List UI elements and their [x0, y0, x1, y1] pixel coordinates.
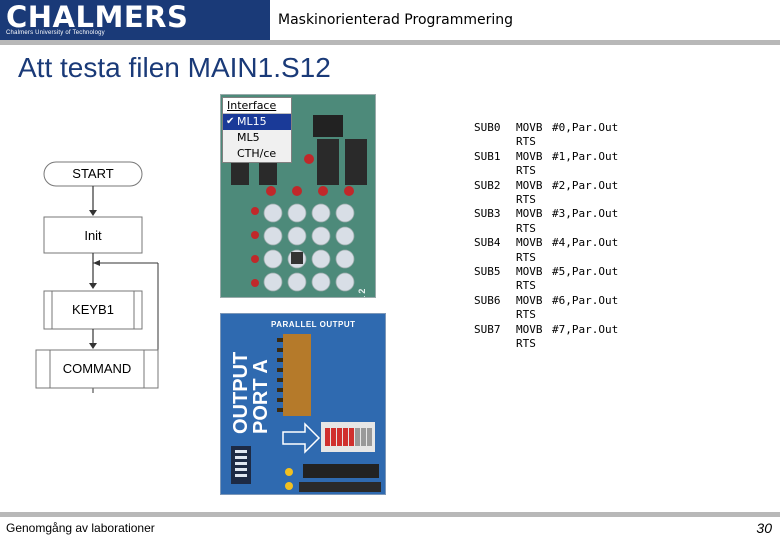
- code-label: SUB1: [474, 149, 501, 163]
- menu-item-ml5[interactable]: ML5: [223, 130, 291, 146]
- code-opcode: MOVB: [516, 322, 543, 336]
- code-label: SUB5: [474, 265, 501, 279]
- code-label: SUB0: [474, 121, 501, 134]
- code-label: [474, 164, 516, 178]
- menu-item-cthce[interactable]: CTH/ce: [223, 146, 291, 162]
- code-opcode: RTS: [516, 279, 536, 293]
- code-operand: #5,Par.Out: [552, 265, 619, 279]
- footer-divider: [0, 512, 780, 517]
- interface-menu-title[interactable]: Interface: [223, 98, 291, 114]
- code-label: [474, 337, 516, 351]
- code-operand: #6,Par.Out: [552, 293, 619, 307]
- code-line: SUB7 MOVB #7,Par.Out: [474, 323, 618, 337]
- interface-menu[interactable]: Interface ✔ ML15 ML5 CTH/ce: [222, 97, 292, 163]
- course-title: Maskinorienterad Programmering: [278, 12, 514, 28]
- parallel-output-graphic: [231, 334, 381, 492]
- code-label: SUB2: [474, 178, 501, 192]
- code-opcode: MOVB: [516, 121, 543, 134]
- code-opcode: RTS: [516, 135, 536, 149]
- code-label: SUB7: [474, 322, 501, 336]
- code-opcode: RTS: [516, 308, 536, 322]
- code-line: SUB5 MOVB #5,Par.Out: [474, 265, 618, 279]
- code-opcode: RTS: [516, 164, 536, 178]
- menu-item-label: ML15: [237, 115, 267, 128]
- checkmark-icon: ✔: [226, 116, 235, 127]
- chalmers-logo: CHALMERS Chalmers University of Technolo…: [0, 0, 270, 40]
- code-opcode: MOVB: [516, 293, 543, 307]
- code-label: [474, 251, 516, 265]
- flowchart-init-node: [43, 216, 143, 254]
- parallel-output-header: PARALLEL OUTPUT: [271, 320, 356, 329]
- code-line: RTS: [474, 164, 618, 178]
- code-opcode: RTS: [516, 193, 536, 207]
- code-opcode: RTS: [516, 221, 536, 235]
- code-line: SUB6 MOVB #6,Par.Out: [474, 294, 618, 308]
- code-line: SUB2 MOVB #2,Par.Out: [474, 179, 618, 193]
- interface-menu-title-label: Interface: [227, 99, 277, 112]
- code-label: SUB4: [474, 236, 501, 250]
- flowchart-start-label: START: [72, 166, 113, 181]
- code-line: SUB0 MOVB #0,Par.Out: [474, 121, 618, 135]
- menu-item-label: ML5: [237, 131, 260, 144]
- footer-title: Genomgång av laborationer: [6, 521, 155, 535]
- code-label: [474, 135, 516, 149]
- page-number: 30: [756, 520, 772, 536]
- code-label: SUB3: [474, 207, 501, 221]
- menu-item-ml15[interactable]: ✔ ML15: [223, 114, 291, 130]
- code-opcode: MOVB: [516, 178, 543, 192]
- code-label: [474, 193, 516, 207]
- code-line: SUB4 MOVB #4,Par.Out: [474, 236, 618, 250]
- flowchart-init-label: Init: [84, 228, 102, 243]
- code-operand: #2,Par.Out: [552, 178, 619, 192]
- code-opcode: MOVB: [516, 207, 543, 221]
- code-operand: #3,Par.Out: [552, 207, 619, 221]
- menu-item-label: CTH/ce: [237, 147, 277, 160]
- code-line: RTS: [474, 337, 618, 351]
- code-line: RTS: [474, 193, 618, 207]
- code-line: RTS: [474, 308, 618, 322]
- code-operand: #4,Par.Out: [552, 236, 619, 250]
- code-opcode: MOVB: [516, 265, 543, 279]
- code-operand: #1,Par.Out: [552, 149, 619, 163]
- code-line: RTS: [474, 251, 618, 265]
- code-opcode: MOVB: [516, 236, 543, 250]
- code-line: RTS: [474, 222, 618, 236]
- code-line: SUB3 MOVB #3,Par.Out: [474, 207, 618, 221]
- code-line: RTS: [474, 135, 618, 149]
- code-opcode: RTS: [516, 337, 536, 351]
- flowchart: START Init KEYB1 COMMAND: [35, 161, 159, 393]
- code-label: SUB6: [474, 293, 501, 307]
- flowchart-keyb-label: KEYB1: [72, 302, 114, 317]
- code-opcode: MOVB: [516, 149, 543, 163]
- code-line: RTS: [474, 279, 618, 293]
- header-divider: [0, 40, 780, 45]
- code-line: SUB1 MOVB #1,Par.Out: [474, 150, 618, 164]
- code-label: [474, 279, 516, 293]
- code-operand: #0,Par.Out: [552, 121, 619, 134]
- code-operand: #7,Par.Out: [552, 322, 619, 336]
- logo-subtext: Chalmers University of Technology: [6, 30, 105, 36]
- flowchart-command-node: [35, 349, 159, 389]
- flowchart-command-label: COMMAND: [63, 361, 132, 376]
- code-opcode: RTS: [516, 250, 536, 264]
- page-title: Att testa filen MAIN1.S12: [18, 52, 331, 83]
- logo-wordmark: CHALMERS: [6, 0, 189, 34]
- code-label: [474, 308, 516, 322]
- board-side-label: Chunsterroll ML 2: [357, 245, 371, 297]
- parallel-output-panel: PARALLEL OUTPUT OUTPUT PORT A: [220, 313, 386, 495]
- code-label: [474, 222, 516, 236]
